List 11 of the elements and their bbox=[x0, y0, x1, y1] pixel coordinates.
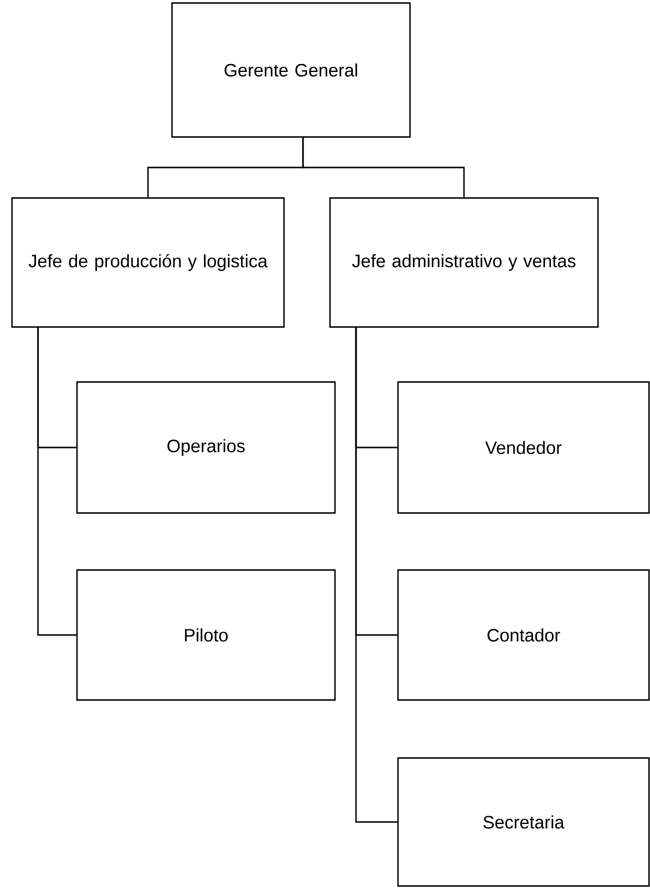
org-box: Jefe de producción y logistica bbox=[11, 197, 285, 328]
org-box: Jefe administrativo y ventas bbox=[329, 197, 599, 328]
connector-line bbox=[302, 137, 465, 198]
org-box: Operarios bbox=[76, 381, 336, 514]
org-box: Secretaria bbox=[397, 757, 650, 887]
org-box: Piloto bbox=[76, 569, 336, 701]
connector-line bbox=[37, 327, 76, 636]
org-box: Contador bbox=[397, 569, 650, 701]
org-box: Gerente General bbox=[171, 2, 411, 138]
connector-line bbox=[355, 327, 398, 823]
org-box: Vendedor bbox=[397, 381, 650, 514]
